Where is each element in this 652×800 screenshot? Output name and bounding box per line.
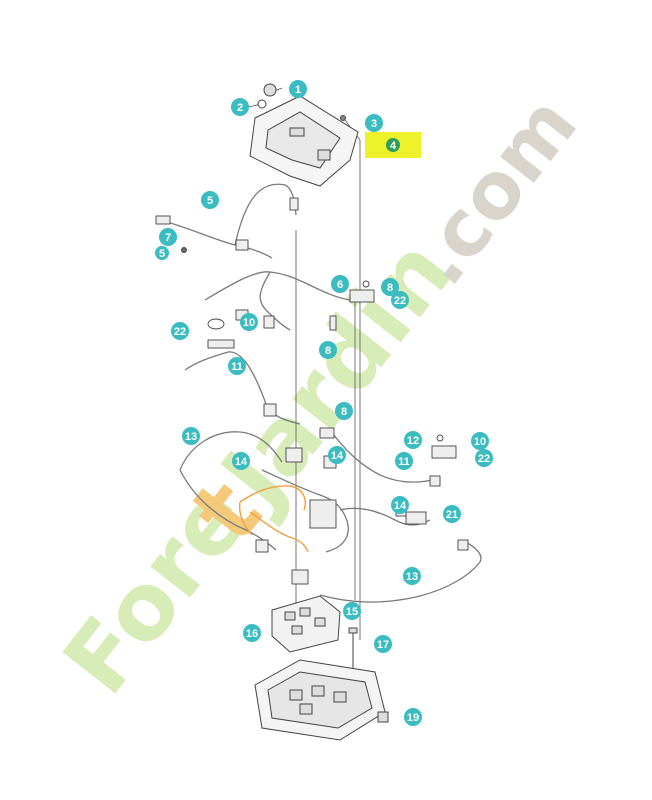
svg-text:22: 22 xyxy=(174,326,186,338)
ring-22 xyxy=(207,318,225,330)
ring-12 xyxy=(436,434,444,442)
callout-10a[interactable]: 10 xyxy=(240,313,258,331)
callout-13a[interactable]: 13 xyxy=(182,427,200,445)
connector-orange xyxy=(255,539,269,553)
svg-text:14: 14 xyxy=(331,450,344,462)
callout-12[interactable]: 12 xyxy=(404,431,422,449)
svg-text:3: 3 xyxy=(371,118,377,130)
wire-harnesses xyxy=(159,183,482,603)
connector-5b xyxy=(289,197,299,211)
callout-5b[interactable]: 5 xyxy=(155,246,169,260)
callout-8b[interactable]: 8 xyxy=(319,341,337,359)
callout-14c[interactable]: 14 xyxy=(391,496,409,514)
connector-13 xyxy=(457,539,469,551)
module-10b xyxy=(431,445,457,459)
callout-10b[interactable]: 10 xyxy=(471,432,489,450)
svg-text:12: 12 xyxy=(407,435,419,447)
callout-19[interactable]: 19 xyxy=(404,708,422,726)
callout-22c[interactable]: 22 xyxy=(475,449,493,467)
harness-5 xyxy=(159,183,297,259)
callout-14a[interactable]: 14 xyxy=(232,452,250,470)
callout-11b[interactable]: 11 xyxy=(395,452,413,470)
callout-7[interactable]: 7 xyxy=(159,228,177,246)
harness-11-upper xyxy=(184,351,301,425)
svg-text:19: 19 xyxy=(407,712,419,724)
clip-8 xyxy=(329,315,337,331)
svg-text:13: 13 xyxy=(185,431,197,443)
harness-13-right xyxy=(319,539,482,603)
svg-text:10: 10 xyxy=(474,436,486,448)
harness-11-right xyxy=(329,429,441,483)
connector-21 xyxy=(405,511,427,525)
svg-text:7: 7 xyxy=(165,232,171,244)
callout-3[interactable]: 3 xyxy=(365,114,383,132)
knob-part-1 xyxy=(263,83,277,97)
screw-part-17 xyxy=(348,627,358,668)
harness-center xyxy=(261,469,349,553)
svg-text:8: 8 xyxy=(341,406,347,418)
svg-text:4: 4 xyxy=(390,140,397,152)
screw-part-3 xyxy=(340,115,346,121)
svg-text:13: 13 xyxy=(406,571,418,583)
svg-text:16: 16 xyxy=(246,628,258,640)
base-housing xyxy=(254,659,389,741)
svg-text:14: 14 xyxy=(235,456,248,468)
svg-text:21: 21 xyxy=(446,509,458,521)
connector-14a xyxy=(285,447,303,463)
svg-text:6: 6 xyxy=(337,279,343,291)
callout-22b[interactable]: 22 xyxy=(171,322,189,340)
connector-16a xyxy=(291,569,309,585)
callout-8a[interactable]: 8 xyxy=(381,278,399,296)
components xyxy=(155,197,469,585)
bracket-11 xyxy=(207,339,235,349)
watermark-text-com: .com xyxy=(394,80,595,301)
svg-text:10: 10 xyxy=(243,317,255,329)
callout-17[interactable]: 17 xyxy=(374,635,392,653)
callouts: 1 2 3 4 5 6 7 5 8 8 8 10 10 11 11 12 13 … xyxy=(155,80,493,726)
callout-11a[interactable]: 11 xyxy=(228,357,246,375)
svg-text:1: 1 xyxy=(295,84,301,96)
svg-text:8: 8 xyxy=(387,282,393,294)
sensor-8b xyxy=(319,427,335,439)
callout-22a[interactable]: 22 xyxy=(391,291,409,309)
harness-13-left xyxy=(179,431,283,551)
board-part-16 xyxy=(271,595,341,653)
svg-text:22: 22 xyxy=(478,453,490,465)
svg-text:22: 22 xyxy=(394,295,406,307)
callout-6[interactable]: 6 xyxy=(331,275,349,293)
ring-part-2 xyxy=(257,99,267,109)
connector-11 xyxy=(263,403,277,417)
connector-7 xyxy=(155,215,171,225)
svg-text:17: 17 xyxy=(377,639,389,651)
top-bracket-plate xyxy=(249,83,359,187)
svg-text:8: 8 xyxy=(325,345,331,357)
callout-15[interactable]: 15 xyxy=(343,602,361,620)
callout-14b[interactable]: 14 xyxy=(328,446,346,464)
svg-text:14: 14 xyxy=(394,500,407,512)
control-board xyxy=(309,499,337,529)
callout-4[interactable]: 4 xyxy=(386,138,400,152)
svg-text:5: 5 xyxy=(159,248,165,260)
callout-21[interactable]: 21 xyxy=(443,505,461,523)
svg-text:11: 11 xyxy=(231,361,243,373)
connector-10b xyxy=(263,315,275,329)
svg-text:11: 11 xyxy=(398,456,410,468)
callout-16[interactable]: 16 xyxy=(243,624,261,642)
svg-text:5: 5 xyxy=(207,195,213,207)
svg-text:15: 15 xyxy=(346,606,358,618)
connector-5 xyxy=(235,239,249,251)
callout-5[interactable]: 5 xyxy=(201,191,219,209)
callout-13b[interactable]: 13 xyxy=(403,567,421,585)
svg-text:2: 2 xyxy=(237,102,243,114)
orange-harness xyxy=(238,485,309,553)
clip-part-19 xyxy=(377,711,389,723)
callout-1[interactable]: 1 xyxy=(289,80,307,98)
module-6 xyxy=(349,289,375,303)
callout-2[interactable]: 2 xyxy=(231,98,249,116)
callout-8c[interactable]: 8 xyxy=(335,402,353,420)
